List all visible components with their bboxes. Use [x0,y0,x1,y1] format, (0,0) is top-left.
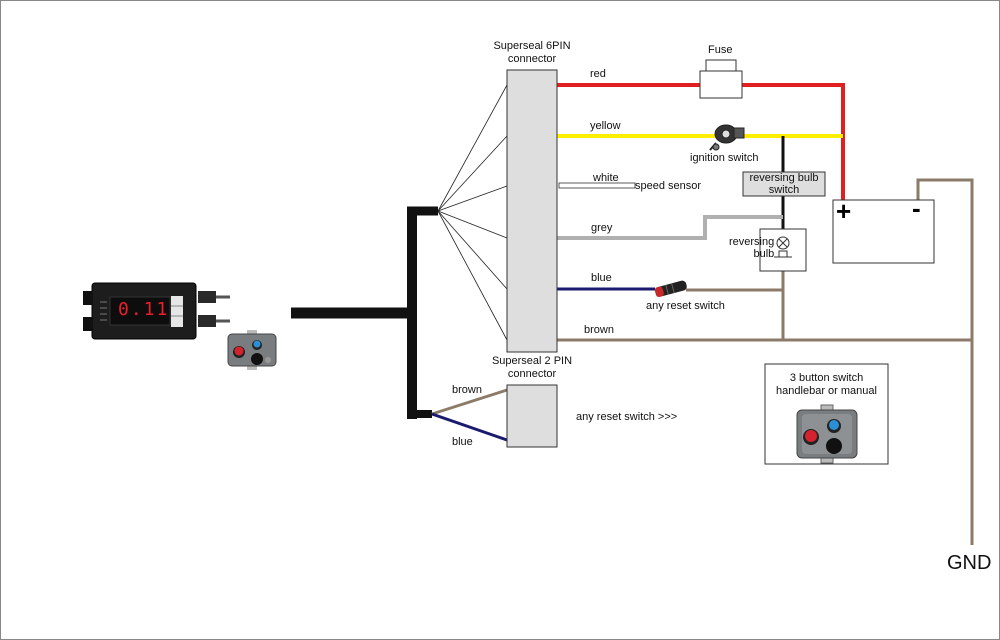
button-switch-line2: handlebar or manual [776,384,877,397]
brown-wire-2pin [431,388,508,416]
speed-sensor-label: speed sensor [635,180,702,192]
any-reset-switch-label: any reset switch [646,300,725,312]
reversing-switch-line1: reversing bulb [749,172,819,184]
two-pin-title: Superseal 2 PIN [491,355,573,367]
two-pin-sub: connector [507,367,557,380]
reset-switch-icon [654,280,687,298]
red-wire-label: red [590,68,606,80]
six-pin-connector-title: Superseal 6PIN connector [482,40,582,65]
fuse-symbol [699,59,743,99]
six-pin-title: Superseal 6PIN [493,40,571,52]
button-switch-line1: 3 button switch [789,372,864,384]
white-wire-label: white [593,172,619,184]
main-harness [291,206,438,419]
blue-2pin-label: blue [452,436,473,448]
battery-box [832,199,935,264]
device-display-reading: 0.11 [118,299,170,320]
white-wire [558,182,636,189]
button-switch-image-large [796,404,858,464]
blue-wire-label: blue [591,272,612,284]
brown-2pin-label: brown [452,384,482,396]
battery-plus: + [836,196,852,226]
brown-wire-label: brown [584,324,614,336]
reversing-bulb-symbol [759,228,807,272]
six-pin-sub: connector [507,52,557,65]
any-reset-switch-arrow-label: any reset switch >>> [576,411,678,423]
button-switch-image-small [227,330,277,370]
six-pin-connector [506,69,558,353]
fuse-label: Fuse [708,44,733,56]
yellow-wire-label: yellow [590,120,621,132]
gnd-wire [916,178,974,545]
red-wire-battery [742,83,845,200]
fan-out-lines [437,84,508,341]
gnd-label: GND [947,552,992,574]
grey-wire [557,215,783,240]
reversing-bulb-label: reversing bulb [729,236,774,260]
ignition-switch-icon [709,124,745,151]
reversing-switch-label: reversing bulb switch [743,172,825,196]
battery-minus: - [912,193,921,223]
blue-wire-2pin [431,412,508,442]
grey-wire-label: grey [591,222,613,234]
reversing-switch-line2: switch [768,184,800,196]
reversing-switch-box [742,171,826,197]
reversing-bulb-line1: reversing [729,236,775,248]
trip-computer-device [83,282,230,340]
button-switch-caption: 3 button switch handlebar or manual [765,372,888,397]
ignition-switch-label: ignition switch [690,152,759,164]
reversing-bulb-line2: bulb [753,248,775,260]
two-pin-connector-title: Superseal 2 PIN connector [482,355,582,380]
two-pin-connector [506,384,558,448]
